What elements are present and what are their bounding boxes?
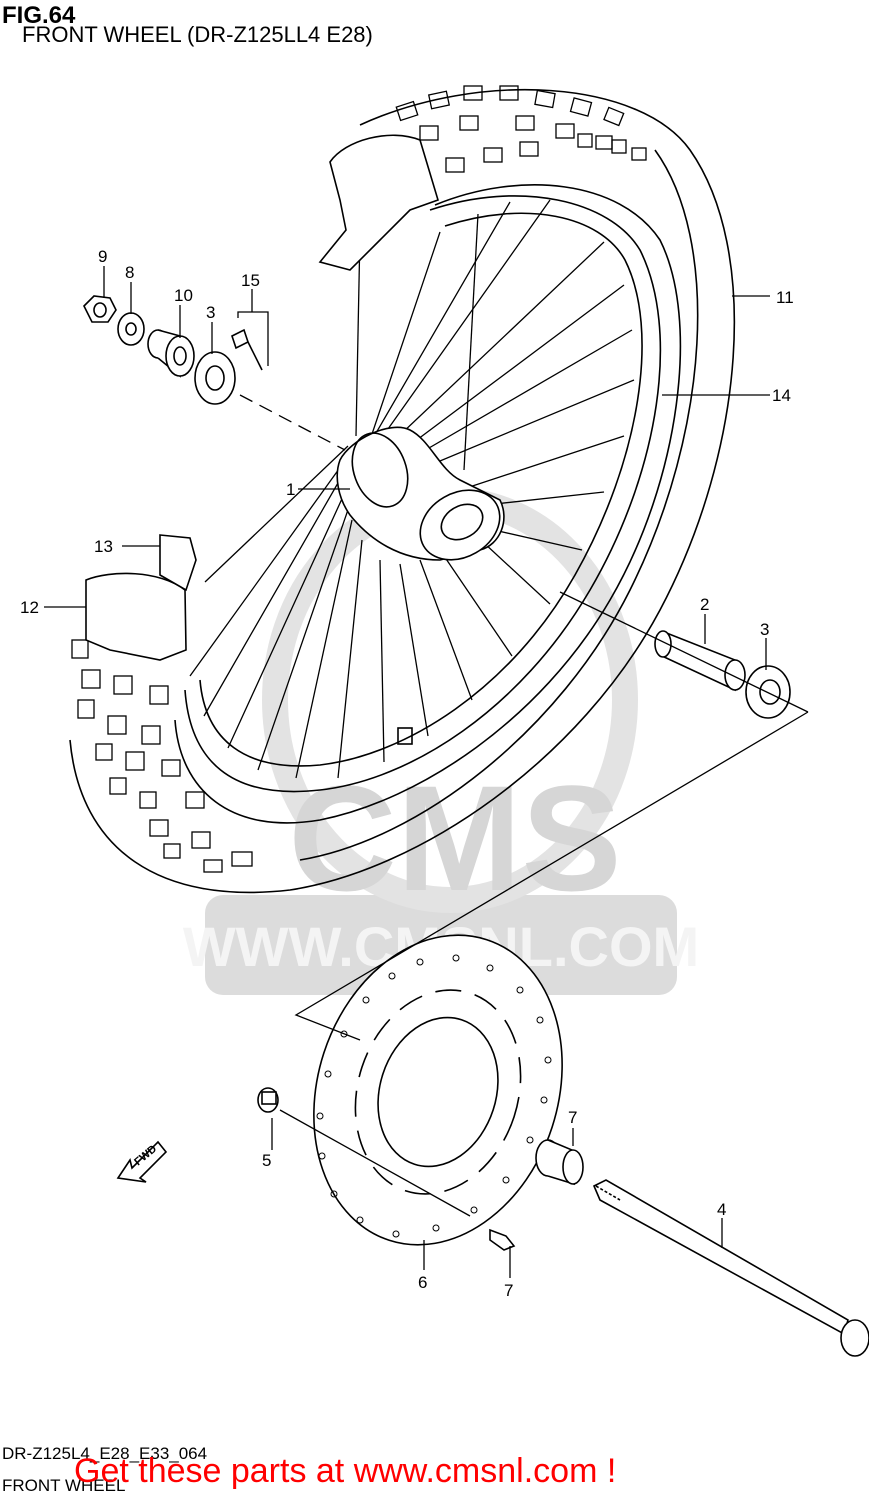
callout-14: 14 [772,386,791,405]
callout-5: 8 [125,263,134,282]
brake-disc [313,934,563,1246]
callout-11: 11 [776,288,794,307]
left-hardware [83,295,263,405]
cms-watermark: CMS WWW.CMSNL.COM [183,487,699,995]
valve-stem [397,727,413,745]
disc-screw [489,1228,516,1251]
tire-tread-blocks [71,85,647,873]
lower-fender-guard [85,534,197,661]
callout-6: 9 [98,247,107,266]
diagram-code: DR-Z125L4_E28_E33_064 [2,1444,208,1463]
right-collar [535,1139,584,1186]
wheel-assembly [69,85,736,894]
figure-title: FRONT WHEEL (DR-Z125LL4 E28) [22,22,373,47]
callout-2: 2 [700,595,709,614]
washer [117,312,145,346]
callout-1: 1 [286,480,295,499]
disc-hardware [257,1087,584,1251]
callout-7-top: 10 [174,286,193,305]
disc-bolt [257,1087,279,1113]
watermark-brand: CMS [288,754,621,922]
callout-3-right: 3 [760,620,769,639]
upper-fender-guard [318,134,439,271]
leader-lines [44,266,809,1278]
callout-9: 7 [504,1281,513,1300]
spoke-nipple [231,328,263,371]
figure-number: FIG.64 [2,2,76,29]
callout-3-top: 3 [206,303,215,322]
callout-12: 12 [20,598,39,617]
callout-4: 4 [717,1200,726,1219]
callout-8: 6 [418,1273,427,1292]
front-axle [592,1179,869,1357]
axle-nut [83,295,117,323]
spacer-collar [147,329,195,378]
callout-labels: 9 8 10 3 15 1 13 12 11 14 2 3 7 4 5 6 7 [20,247,794,1300]
right-hardware [654,630,791,719]
callout-10: 5 [262,1151,271,1170]
left-bearing [194,351,236,405]
diagram-name: FRONT WHEEL [2,1476,126,1495]
callout-15: 15 [241,271,260,290]
promo-link[interactable]: Get these parts at www.cmsnl.com ! [74,1452,617,1490]
tire [69,85,736,894]
rim [184,195,662,793]
callout-13: 13 [94,537,113,556]
callout-7-bottom: 7 [568,1108,577,1127]
disc-holes [316,954,552,1238]
hub [336,426,505,561]
fender-parts [85,134,439,661]
distance-tube [654,630,746,692]
fwd-arrow: FWD [116,1140,168,1183]
